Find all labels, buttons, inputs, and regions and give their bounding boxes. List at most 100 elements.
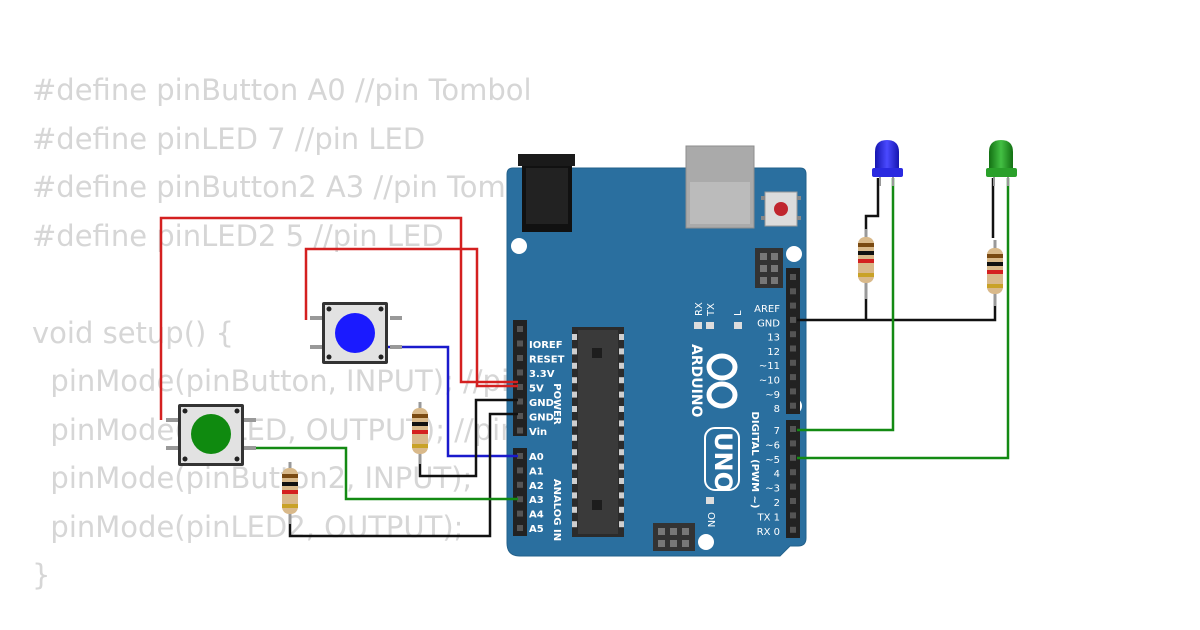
usb-connector <box>685 145 755 229</box>
wire-red-5v-to-green-button <box>159 216 518 420</box>
header-pin[interactable] <box>517 496 523 503</box>
code-line: pinMode(pinButton2, INPUT); <box>32 461 473 495</box>
led-blue[interactable] <box>872 140 903 186</box>
header-pin[interactable] <box>790 512 796 519</box>
wire-black-blue-led-to-resistor <box>864 178 880 232</box>
resistor-green-button[interactable] <box>282 462 298 524</box>
resistor-blue-button[interactable] <box>412 402 428 464</box>
digital-pin-label: RX 0 <box>757 527 780 538</box>
on-led-label: ON <box>705 512 716 527</box>
pushbutton-green[interactable] <box>166 404 256 466</box>
chip-pin <box>572 449 577 456</box>
header-pin[interactable] <box>790 402 796 409</box>
resistor-blue-led[interactable] <box>858 229 874 299</box>
header-pin[interactable] <box>790 345 796 352</box>
power-pin-label: 5V <box>529 384 544 395</box>
chip-pin <box>572 492 577 499</box>
resistor-green-led[interactable] <box>987 240 1003 306</box>
wires <box>159 178 1010 538</box>
digital-header-bottom[interactable] <box>786 420 800 538</box>
header-pin[interactable] <box>790 483 796 490</box>
chip-pin <box>619 521 624 528</box>
digital-pin-label: 7 <box>774 426 780 437</box>
analog-pin-label: A5 <box>529 524 544 535</box>
code-line: #define pinButton2 A3 //pin Tombol <box>32 170 551 204</box>
header-pin[interactable] <box>517 510 523 517</box>
header-pin[interactable] <box>790 274 796 280</box>
header-pin[interactable] <box>517 340 523 347</box>
power-header[interactable] <box>513 320 527 436</box>
tx-led-label: TX <box>706 303 717 317</box>
arduino-logo: ARDUINO UNO <box>688 344 740 492</box>
chip-pin <box>619 506 624 513</box>
header-pin[interactable] <box>790 469 796 476</box>
chip-pin <box>619 449 624 456</box>
wire-green-pin7-to-blue-led <box>797 178 895 432</box>
chip-pin <box>619 478 624 484</box>
digital-pin-label: 12 <box>767 347 780 358</box>
header-pin[interactable] <box>790 288 796 295</box>
header-pin[interactable] <box>517 413 523 419</box>
header-pin[interactable] <box>790 454 796 461</box>
analog-header[interactable] <box>513 448 527 536</box>
l-led-label: L <box>733 310 744 316</box>
analog-pin-label: A4 <box>529 510 544 521</box>
header-pin[interactable] <box>790 388 796 395</box>
header-pin[interactable] <box>517 398 523 405</box>
power-pin-label: GND <box>529 398 554 409</box>
header-pin[interactable] <box>790 359 796 366</box>
wire-black-blue-resistor-to-gnd <box>418 398 518 478</box>
digital-pin-label: AREF <box>754 304 780 315</box>
wire-blue-button-to-a0 <box>388 345 518 458</box>
digital-pin-label: GND <box>757 318 780 329</box>
chip-pin <box>572 377 577 384</box>
icsp-header-top <box>755 248 783 288</box>
header-pin[interactable] <box>790 316 796 323</box>
header-pin[interactable] <box>517 467 523 474</box>
icsp-header-bottom <box>653 523 695 551</box>
analog-pin-label: A1 <box>529 466 544 477</box>
header-pin[interactable] <box>790 426 796 432</box>
header-pin[interactable] <box>517 355 523 361</box>
header-pin[interactable] <box>790 331 796 338</box>
header-pin[interactable] <box>517 427 523 434</box>
led-green[interactable] <box>986 140 1017 186</box>
chip-pin <box>572 478 577 484</box>
mounting-hole <box>786 246 802 262</box>
chip-pin <box>619 362 624 369</box>
wire-red-5v-to-blue-button <box>304 247 518 388</box>
chip-pin <box>572 463 577 470</box>
chip-pin <box>619 391 624 398</box>
header-pin[interactable] <box>790 374 796 381</box>
header-pin[interactable] <box>790 302 796 309</box>
digital-header-top[interactable] <box>786 268 800 414</box>
pushbutton-blue[interactable] <box>310 302 402 364</box>
power-section-label: POWER <box>551 383 562 425</box>
header-pin[interactable] <box>790 498 796 504</box>
reset-button[interactable] <box>761 191 801 227</box>
header-pin[interactable] <box>790 526 796 533</box>
header-pin[interactable] <box>517 453 523 459</box>
digital-pin-label: TX 1 <box>757 512 781 523</box>
header-pin[interactable] <box>517 369 523 376</box>
header-pin[interactable] <box>517 525 523 531</box>
header-pin[interactable] <box>790 440 796 447</box>
header-pin[interactable] <box>517 481 523 488</box>
analog-section-label: ANALOG IN <box>551 479 562 541</box>
chip-pin <box>619 420 624 427</box>
chip-pin <box>572 348 577 355</box>
analog-pin-label: A0 <box>529 452 544 463</box>
chip-pin <box>572 334 577 340</box>
chip-pin <box>619 492 624 499</box>
header-pin[interactable] <box>517 326 523 332</box>
chip-pin <box>619 434 624 441</box>
chip-pin <box>572 406 577 412</box>
chip-pin <box>619 348 624 355</box>
header-pin[interactable] <box>517 384 523 390</box>
digital-pin-label: ~10 <box>759 376 780 387</box>
